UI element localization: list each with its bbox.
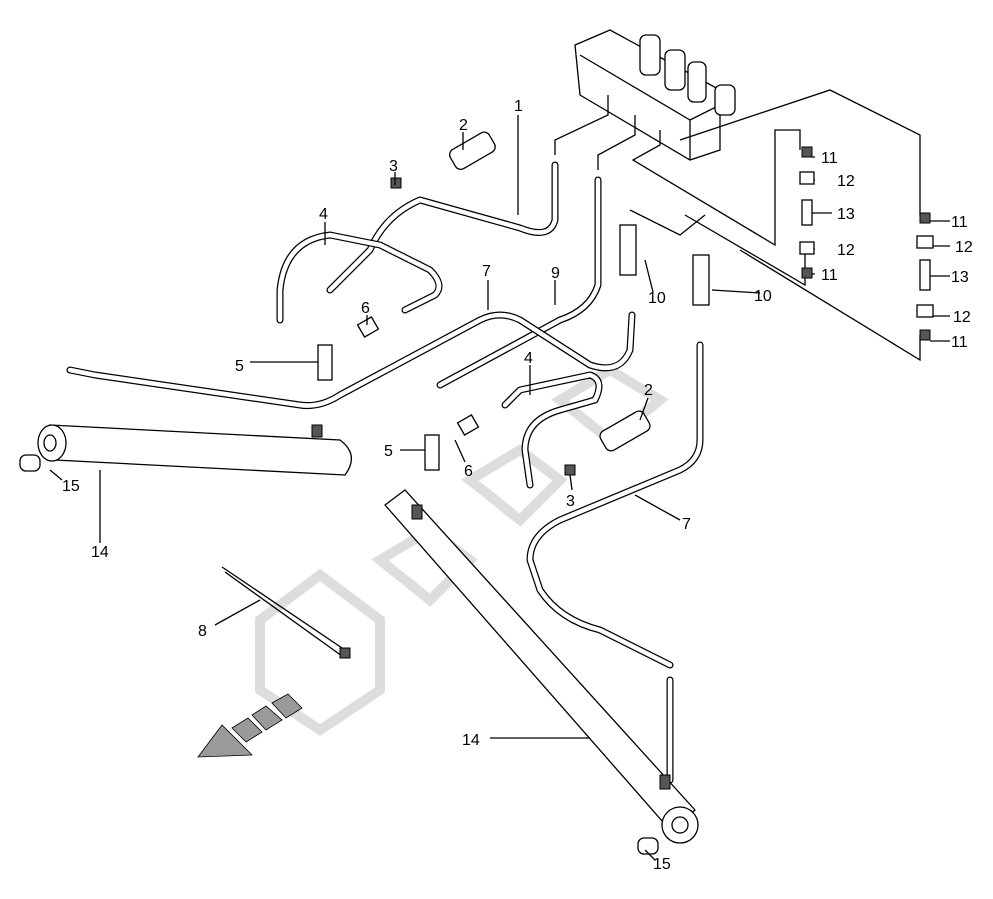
cylinder-left [19,424,352,476]
cylinder-right [384,489,699,855]
callout-4: 4 [524,350,533,367]
callout-3: 3 [566,493,575,510]
leader-lines [49,115,950,861]
callout-12: 12 [953,309,971,326]
callout-2: 2 [459,117,468,134]
callout-labels: 1 2 3 4 7 9 6 5 10 10 11 12 13 12 11 11 … [62,98,973,873]
callout-11: 11 [951,214,968,231]
callout-6: 6 [464,463,473,480]
callout-15: 15 [653,856,671,873]
callout-6: 6 [361,300,370,317]
callout-5: 5 [235,358,244,375]
control-valve-block [574,29,736,161]
pipes [66,161,704,784]
callout-15: 15 [62,478,80,495]
callout-14: 14 [462,732,480,749]
callout-3: 3 [389,158,398,175]
callout-14: 14 [91,544,109,561]
callout-11: 11 [821,267,838,284]
callout-1: 1 [514,98,523,115]
callout-13: 13 [837,206,855,223]
callout-8: 8 [198,623,207,640]
direction-arrow [197,693,303,758]
callout-12: 12 [837,173,855,190]
callout-10: 10 [648,290,666,307]
callout-7: 7 [682,516,691,533]
callout-4: 4 [319,206,328,223]
callout-11: 11 [821,150,838,167]
callout-2: 2 [644,382,653,399]
callout-7: 7 [482,263,491,280]
callout-10: 10 [754,288,772,305]
callout-9: 9 [551,265,560,282]
cable-tie [221,566,346,657]
callout-13: 13 [951,269,969,286]
callout-12: 12 [837,242,855,259]
callout-5: 5 [384,443,393,460]
fittings [317,131,934,476]
callout-12: 12 [955,239,973,256]
callout-11: 11 [951,334,968,351]
